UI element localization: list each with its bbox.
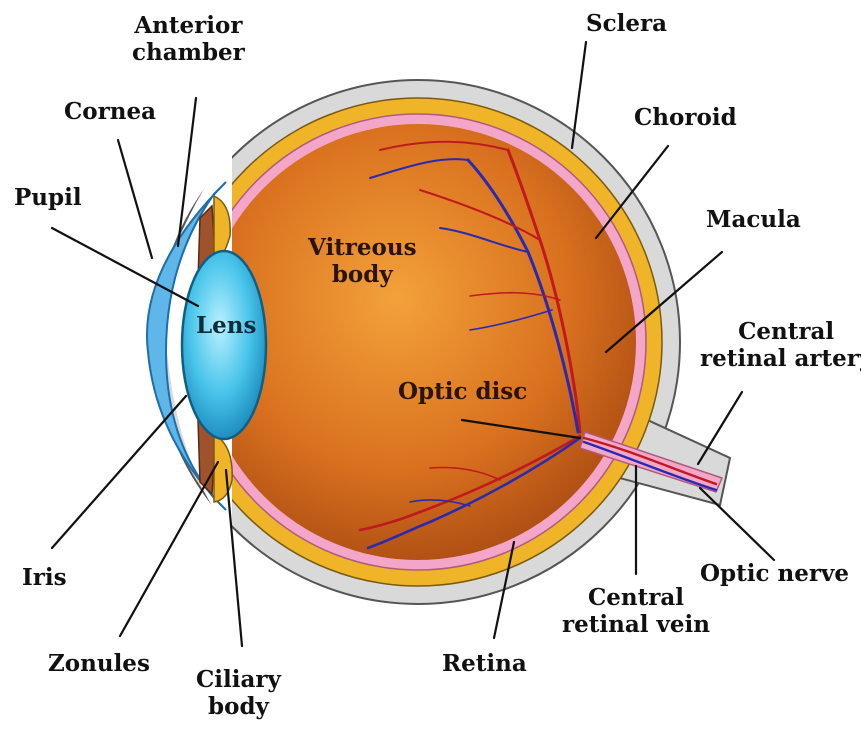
label-anterior-chamber: Anterior chamber (132, 12, 245, 66)
label-cornea: Cornea (64, 98, 156, 125)
leader-sclera (572, 42, 586, 148)
label-anterior-chamber-line1: Anterior (132, 12, 245, 39)
label-optic-nerve: Optic nerve (700, 560, 849, 587)
label-zonules: Zonules (48, 650, 150, 677)
label-central-retinal-artery-line1: Central (700, 318, 861, 345)
label-pupil: Pupil (14, 184, 82, 211)
label-vitreous-body-line1: Vitreous (308, 234, 417, 261)
label-central-retinal-artery-line2: retinal artery (700, 345, 861, 372)
leader-zonules (120, 462, 218, 636)
label-sclera: Sclera (586, 10, 667, 37)
lens (182, 251, 266, 439)
leader-iris (52, 396, 186, 548)
label-ciliary-body-line1: Ciliary (196, 666, 281, 693)
label-iris: Iris (22, 564, 67, 591)
label-lens: Lens (196, 312, 256, 339)
label-central-retinal-vein-line1: Central (562, 584, 710, 611)
label-ciliary-body: Ciliary body (196, 666, 281, 720)
label-choroid: Choroid (634, 104, 737, 131)
label-central-retinal-vein: Central retinal vein (562, 584, 710, 638)
label-retina: Retina (442, 650, 527, 677)
leader-optic-nerve (700, 488, 774, 560)
label-vitreous-body: Vitreous body (308, 234, 417, 288)
label-macula: Macula (706, 206, 801, 233)
label-anterior-chamber-line2: chamber (132, 39, 245, 66)
label-optic-disc: Optic disc (398, 378, 527, 405)
label-vitreous-body-line2: body (308, 261, 417, 288)
leader-cornea (118, 140, 152, 258)
label-central-retinal-artery: Central retinal artery (700, 318, 861, 372)
label-central-retinal-vein-line2: retinal vein (562, 611, 710, 638)
label-ciliary-body-line2: body (196, 693, 281, 720)
